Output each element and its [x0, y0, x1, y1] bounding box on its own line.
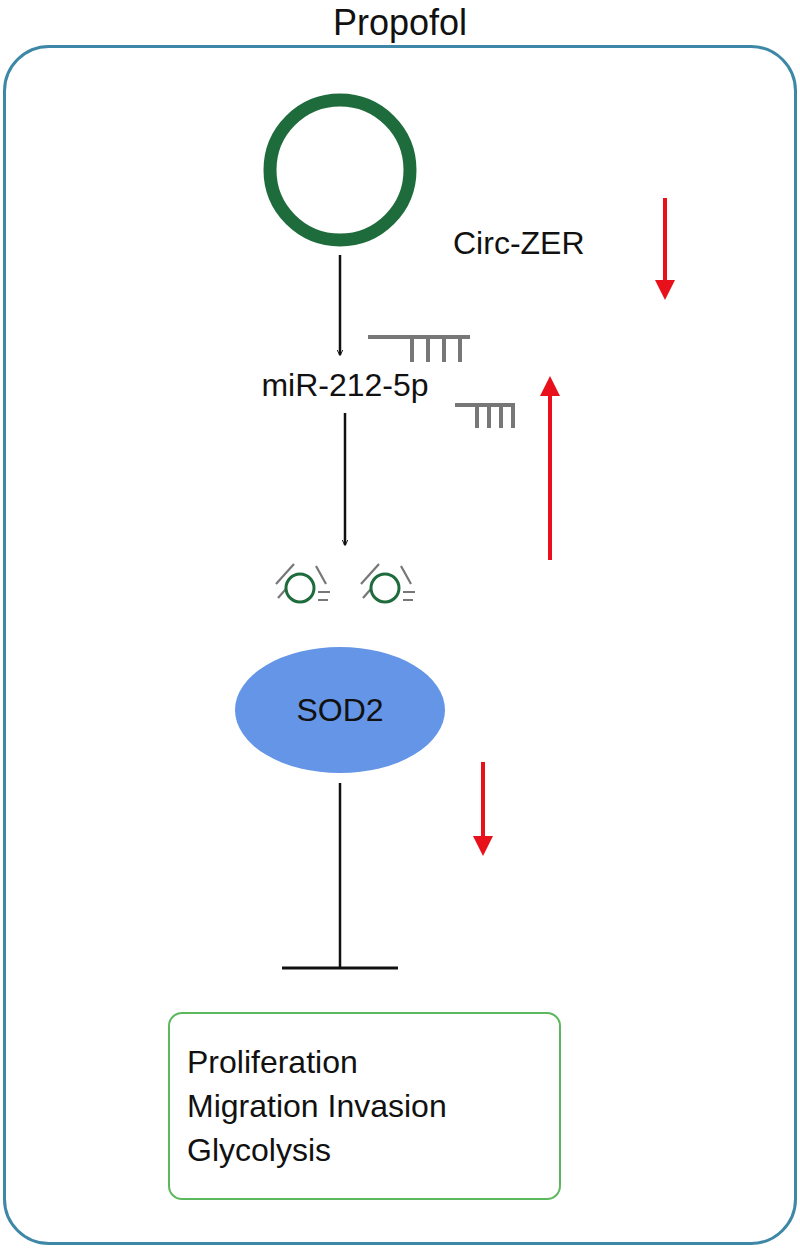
node-label: Migration Invasion	[187, 1084, 543, 1128]
node-label: SOD2	[230, 690, 450, 730]
connector	[282, 783, 398, 968]
connector-line	[339, 783, 342, 968]
diagram-title: Propofol	[6, 2, 794, 44]
mirna-bound-symbol	[276, 564, 330, 602]
connector	[340, 255, 341, 355]
connector	[345, 413, 346, 545]
ellipse-outline	[230, 555, 450, 775]
node-label: miR-212-5p	[257, 365, 433, 405]
inhibition-bar	[282, 967, 398, 970]
down-arrow	[481, 762, 485, 846]
circrna-ring: Circ-ZER	[263, 93, 417, 247]
up-arrow	[548, 386, 552, 560]
circle-outline	[263, 93, 417, 247]
node-label: Proliferation	[187, 1040, 543, 1084]
mirna-label-node: miR-212-5p	[257, 365, 433, 405]
outcome-box: ProliferationMigration InvasionGlycolysi…	[168, 1012, 561, 1200]
node-label: Glycolysis	[187, 1128, 543, 1172]
down-arrow	[663, 198, 667, 290]
protein-ellipse: SOD2	[230, 555, 450, 775]
connector-line	[339, 255, 342, 355]
connector-line	[344, 413, 347, 545]
cell-frame: PropofolCirc-ZERmiR-212-5pSOD2Proliferat…	[3, 45, 797, 1245]
node-label: Circ-ZER	[453, 223, 585, 263]
mirna-bound-symbol	[361, 564, 415, 602]
